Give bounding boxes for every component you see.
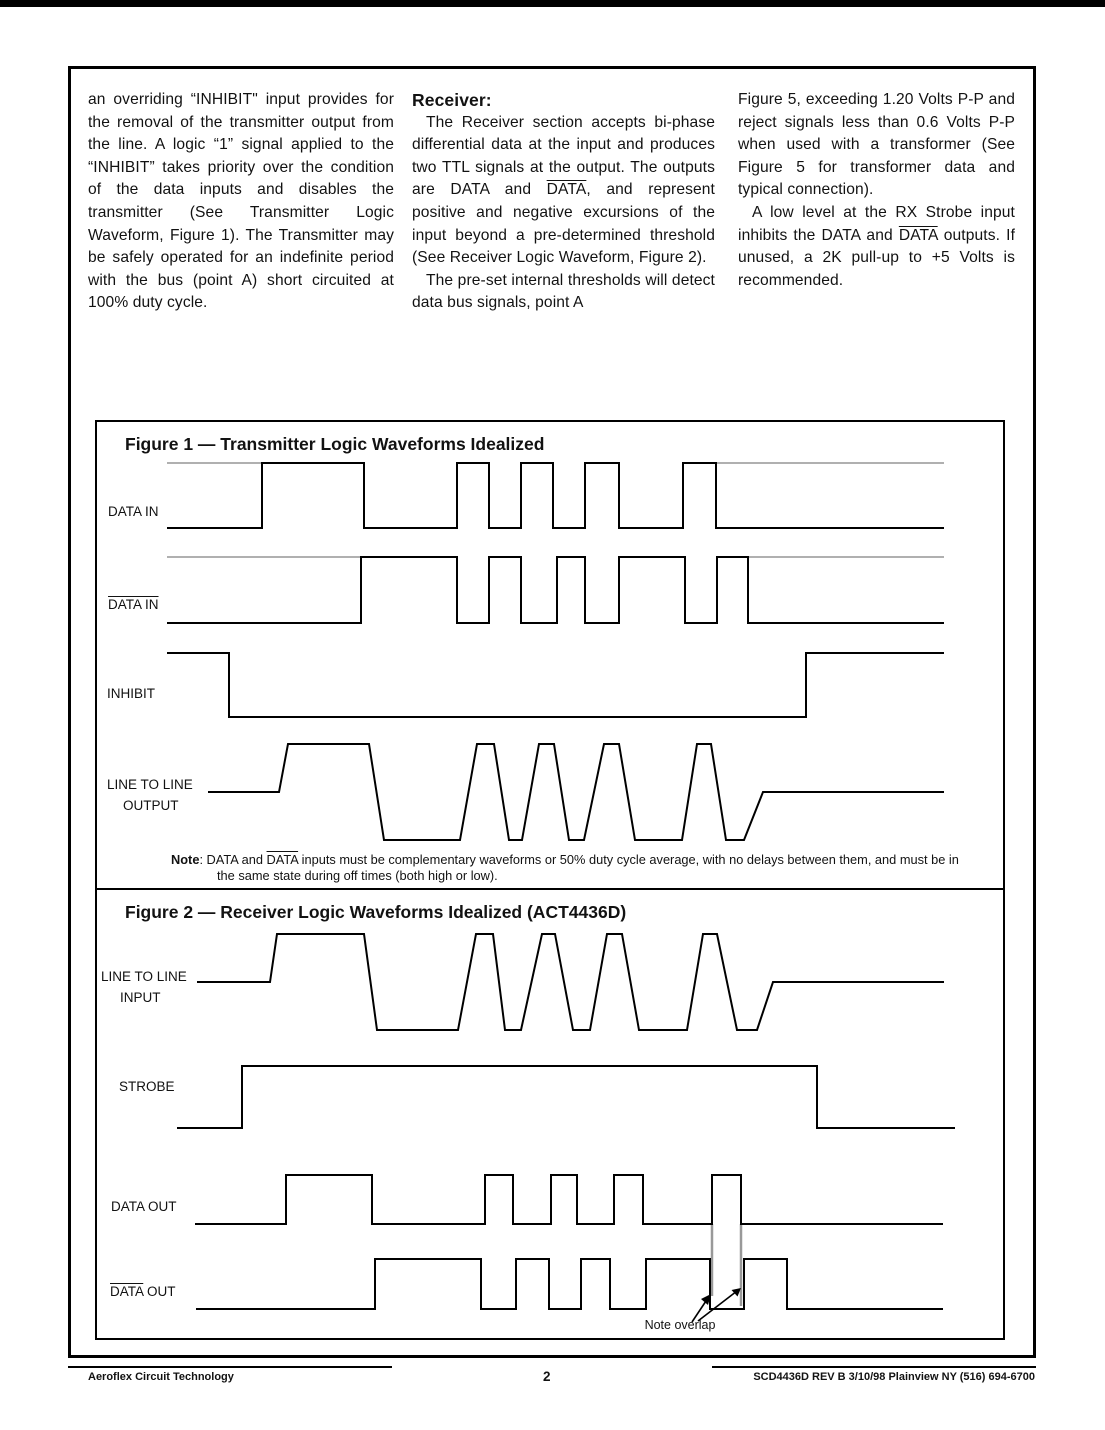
footer-doc-id: SCD4436D REV B 3/10/98 Plainview NY (516… [753, 1371, 1035, 1383]
text-column-1: an overriding “INHIBIT" input provides f… [88, 89, 394, 315]
note-label: Note [171, 852, 200, 867]
footer-page-number: 2 [543, 1369, 551, 1384]
data-bar-text: DATA [546, 181, 587, 199]
figure-1-waveforms [167, 462, 944, 841]
figure-2-title: Figure 2 — Receiver Logic Waveforms Idea… [125, 902, 627, 922]
paragraph-text: A low level at the RX Strobe input inhib… [738, 203, 1015, 244]
scan-edge-bar [0, 0, 1105, 7]
line-to-line-output-label-1: LINE TO LINE [107, 777, 193, 792]
paragraph: Figure 5, exceeding 1.20 Volts P-P and r… [738, 91, 1015, 199]
text-column-2: Receiver: The Receiver section accepts b… [412, 89, 715, 315]
data-out-bar-label: DATA OUT [110, 1284, 176, 1299]
line-to-line-input-label-2: INPUT [120, 990, 161, 1005]
figure-1-note: Note: DATA and DATA inputs must be compl… [171, 852, 962, 883]
data-out-waveform [195, 1174, 943, 1225]
figure-1-box: Figure 1 — Transmitter Logic Waveforms I… [95, 420, 1005, 890]
data-bar-text: DATA [266, 852, 299, 867]
footer-rule-right [712, 1366, 1036, 1368]
figure-2-box: Figure 2 — Receiver Logic Waveforms Idea… [95, 888, 1005, 1340]
note-text: : DATA and [199, 852, 267, 867]
receiver-heading: Receiver: [412, 90, 492, 110]
figure-2-waveforms [177, 933, 955, 1323]
data-in-label: DATA IN [108, 504, 159, 519]
paragraph-text: The Receiver section accepts bi-phase di… [412, 113, 715, 199]
footer-company: Aeroflex Circuit Technology [88, 1371, 234, 1383]
reference-lines [167, 462, 944, 558]
line-to-line-output-label-2: OUTPUT [123, 798, 179, 813]
text-column-3: Figure 5, exceeding 1.20 Volts P-P and r… [738, 89, 1015, 292]
line-to-line-output-waveform [208, 743, 944, 841]
strobe-label: STROBE [119, 1079, 175, 1094]
note-text: inputs must be complementary waveforms o… [217, 852, 959, 883]
line-to-line-input-waveform [197, 933, 944, 1031]
paragraph: The Receiver section accepts bi-phase di… [412, 112, 715, 270]
figure-1-title: Figure 1 — Transmitter Logic Waveforms I… [125, 434, 545, 454]
line-to-line-input-label-1: LINE TO LINE [101, 969, 187, 984]
data-in-bar-waveform [167, 556, 944, 624]
label-text: OUT [143, 1284, 176, 1299]
overlap-arrowheads [701, 1288, 741, 1305]
inhibit-label: INHIBIT [107, 686, 156, 701]
page-border [68, 66, 1036, 1358]
data-bar-text: DATA [898, 226, 938, 244]
inhibit-waveform [167, 652, 944, 718]
paragraph: A low level at the RX Strobe input inhib… [738, 202, 1015, 292]
data-in-waveform [167, 462, 944, 529]
paragraph: an overriding “INHIBIT" input provides f… [88, 91, 394, 312]
overlap-marker-lines [710, 1224, 743, 1306]
footer-rule-left [68, 1366, 392, 1368]
overlined-label-text: DATA [110, 1284, 144, 1299]
strobe-waveform [177, 1065, 955, 1129]
overlap-note-text: Note overlap [644, 1318, 716, 1332]
data-in-bar-label: DATA IN [108, 597, 159, 612]
data-out-label: DATA OUT [111, 1199, 177, 1214]
paragraph-text: outputs. If unused, a 2K pull-up to +5 V… [738, 226, 1015, 289]
paragraph-text: , and represent positive and negative ex… [412, 181, 715, 267]
data-out-bar-waveform [196, 1258, 943, 1310]
overlined-label-text: DATA IN [108, 597, 159, 612]
paragraph: The pre-set internal thresholds will det… [412, 271, 715, 312]
